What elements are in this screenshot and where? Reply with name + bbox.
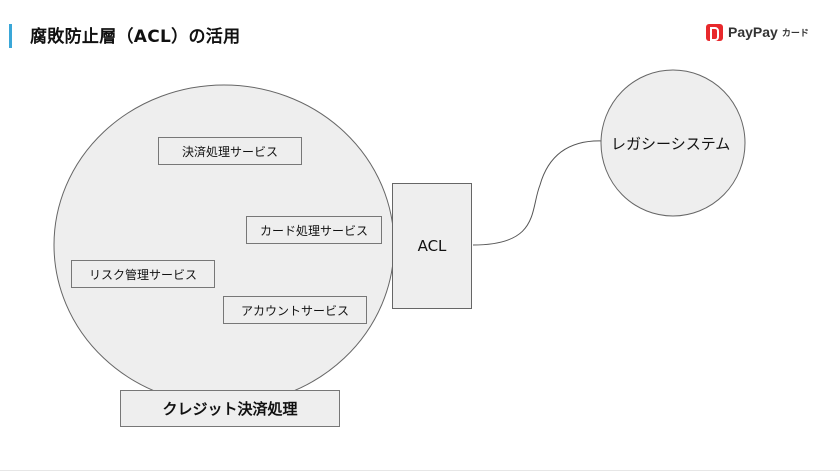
footer-divider xyxy=(0,470,840,471)
slide-title: 腐敗防止層（ACL）の活用 xyxy=(30,27,241,47)
acl-legacy-connector xyxy=(472,140,604,246)
domain-label: クレジット決済処理 xyxy=(120,390,340,427)
service-box-payment: 決済処理サービス xyxy=(158,137,302,165)
logo-brand-text: PayPay xyxy=(728,24,778,40)
paypay-logo-icon xyxy=(706,23,723,41)
logo-sub-text: カード xyxy=(781,28,809,39)
title-accent-bar xyxy=(9,24,12,48)
acl-box: ACL xyxy=(392,183,472,309)
legacy-system-circle xyxy=(600,69,746,217)
domain-circle xyxy=(53,84,395,406)
service-box-risk: リスク管理サービス xyxy=(71,260,215,288)
service-box-card: カード処理サービス xyxy=(246,216,382,244)
legacy-system-label: レガシーシステム xyxy=(611,135,731,153)
service-box-account: アカウントサービス xyxy=(223,296,367,324)
brand-logo: PayPay カード xyxy=(706,22,809,42)
